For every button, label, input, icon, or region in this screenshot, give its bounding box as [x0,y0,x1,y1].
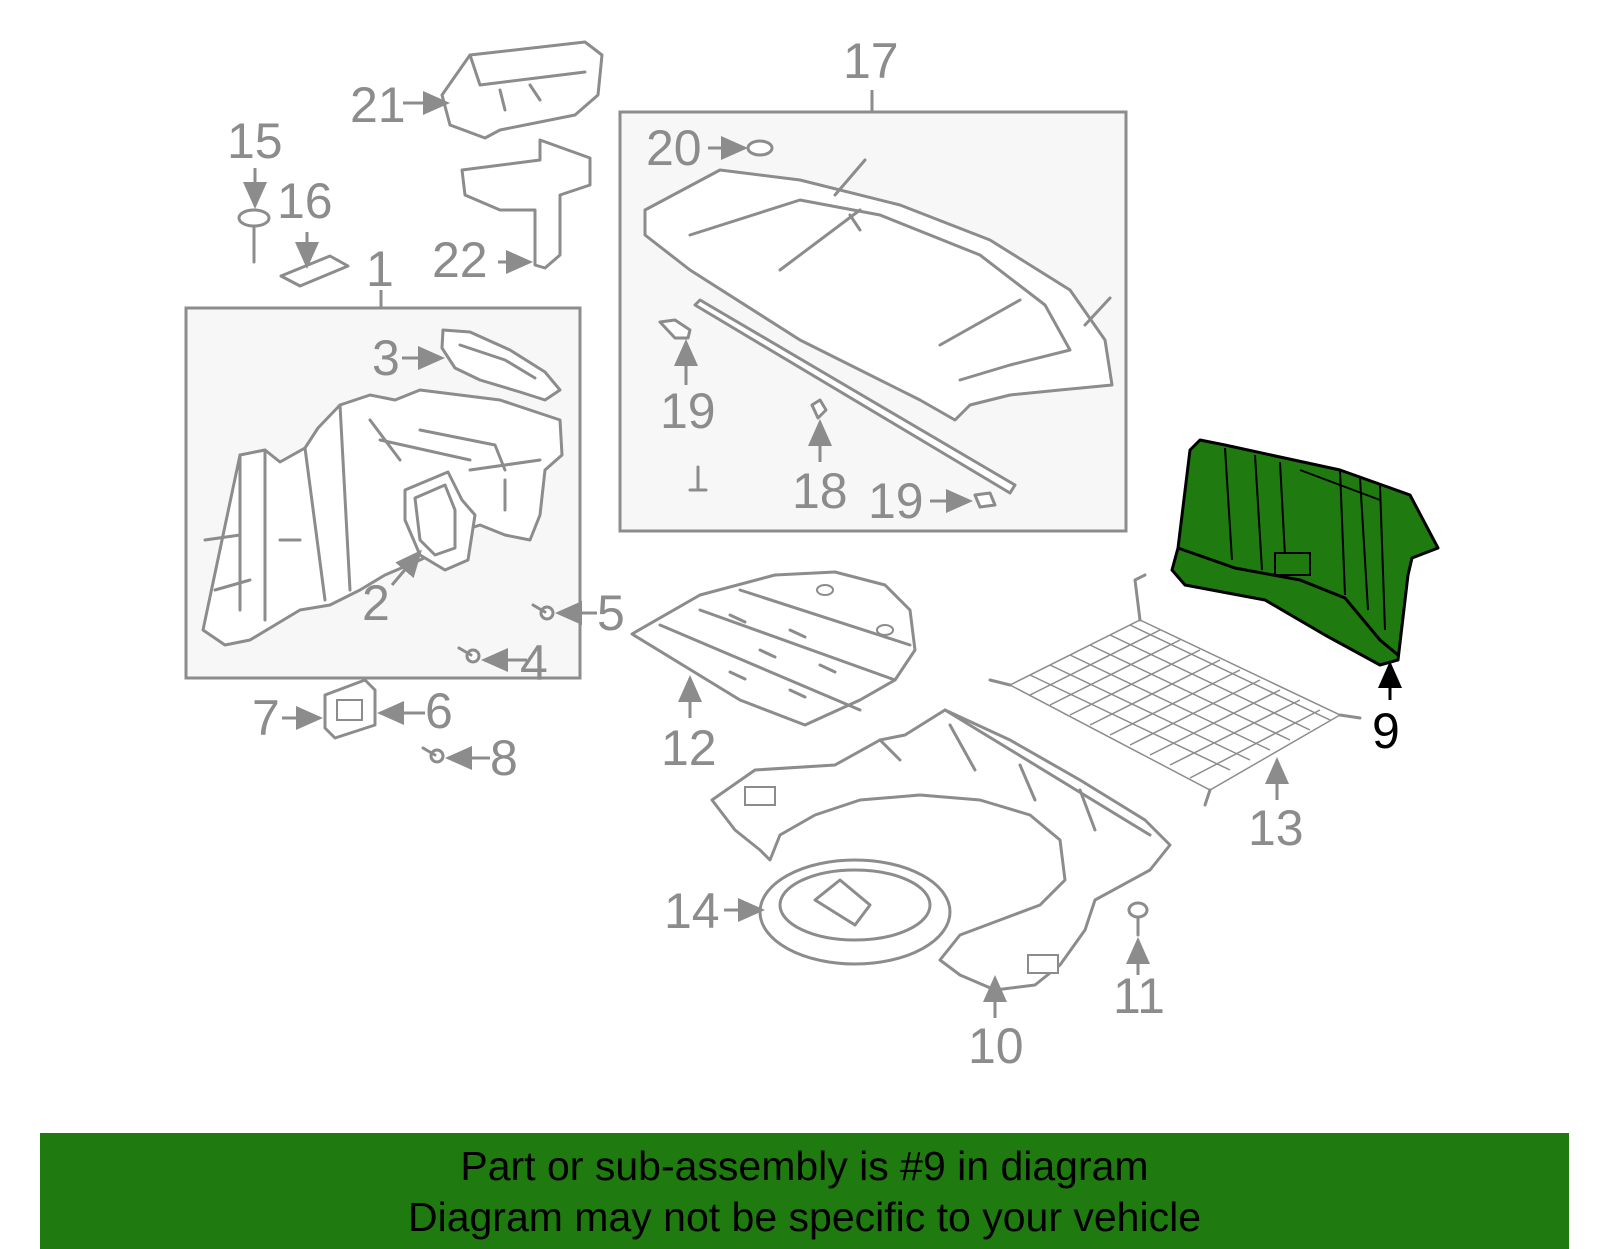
callout-6: 6 [425,683,453,739]
callout-18: 18 [792,463,848,519]
callout-2: 2 [362,575,390,631]
callout-11: 11 [1113,968,1165,1024]
part-17-rail [693,298,1017,495]
banner-line-disclaimer: Diagram may not be specific to your vehi… [407,1194,1201,1240]
callout-15: 15 [227,113,283,169]
part-8-screw [421,746,445,764]
part-15-push-pin [237,208,271,264]
part-20-grommet [746,139,774,157]
callout-7: 7 [252,690,280,746]
part-9-rear-panel-highlighted [1170,438,1440,667]
callout-12: 12 [661,720,717,776]
part-10-trunk-floor [710,708,1172,992]
callout-5: 5 [597,585,625,641]
part-22-bracket [460,138,592,270]
info-banner: Part or sub-assembly is #9 in diagram Di… [40,1133,1569,1249]
part-1-quarter-trim-panel [201,388,564,647]
callout-20: 20 [646,120,702,176]
part-16-pad [279,254,350,288]
part-5-screw [531,603,555,621]
callout-10: 10 [968,1018,1024,1074]
part-18-clip [810,398,828,420]
part-4-screw [457,646,481,664]
callout-16: 16 [277,173,333,229]
part-14-tray [758,858,952,966]
callout-21: 21 [350,77,406,133]
part-21-bracket-cover [440,40,604,140]
part-17-screw [688,465,708,492]
part-17-cargo-cover [643,158,1114,422]
callout-14: 14 [664,883,720,939]
part-19-clip-a [658,318,692,340]
callout-3: 3 [372,330,400,386]
callout-22: 22 [432,232,488,288]
part-3-handle-cover [440,328,562,402]
callout-9-highlighted: 9 [1372,703,1400,759]
part-2-trim-pocket [403,470,477,572]
part-19-clip-b [973,491,997,509]
callout-8: 8 [490,730,518,786]
callout-19-right: 19 [868,473,924,529]
callout-13: 13 [1248,800,1304,856]
part-6-7-latch [323,678,377,740]
leader-2 [390,549,422,586]
callout-19-left: 19 [660,383,716,439]
part-11-clip [1127,901,1149,937]
banner-line-part: Part or sub-assembly is #9 in diagram [460,1143,1149,1189]
part-13-cargo-net [988,573,1362,807]
callout-4: 4 [520,635,548,691]
part-12-floor-panel [630,570,917,727]
callout-1: 1 [366,241,394,297]
callout-17: 17 [843,33,899,89]
